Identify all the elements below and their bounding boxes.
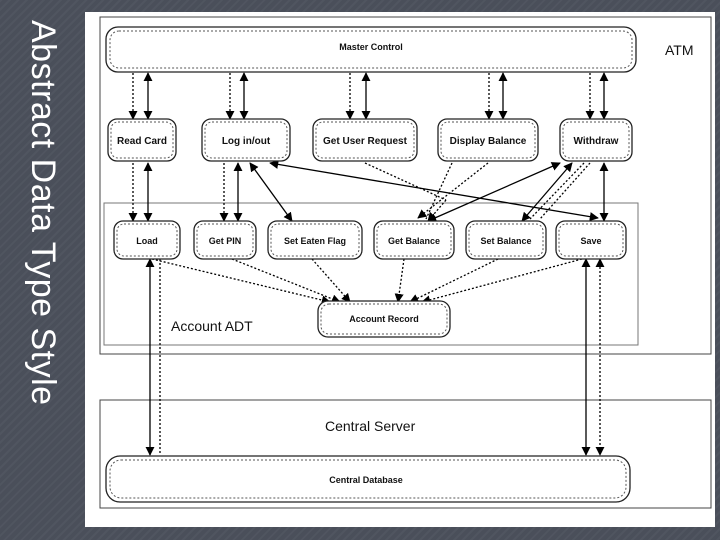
connector bbox=[529, 162, 585, 220]
connector bbox=[394, 258, 405, 303]
adt-operation-node: Load bbox=[113, 220, 181, 260]
adt-operation-label: Load bbox=[136, 236, 158, 246]
central-server-region-label: Central Server bbox=[325, 418, 416, 434]
adt-operation-node: Set Balance bbox=[465, 220, 547, 260]
adt-operation-node: Get Balance bbox=[373, 220, 455, 260]
master-control-node: Master Control bbox=[105, 26, 637, 73]
adt-operation-label: Get Balance bbox=[388, 236, 440, 246]
adt-operation-label: Get PIN bbox=[209, 236, 242, 246]
adt-operation-node: Get PIN bbox=[193, 220, 257, 260]
central-database-node: Central Database bbox=[105, 455, 631, 503]
connector bbox=[539, 162, 591, 220]
atm-function-label: Withdraw bbox=[574, 136, 619, 147]
central-database-label: Central Database bbox=[329, 475, 403, 485]
adt-operation-node: Save bbox=[555, 220, 627, 260]
adt-operation-node: Set Eaten Flag bbox=[267, 220, 363, 260]
atm-function-node: Log in/out bbox=[201, 118, 291, 162]
adt-operation-label: Set Balance bbox=[480, 236, 531, 246]
connector bbox=[521, 162, 573, 222]
atm-function-label: Display Balance bbox=[450, 136, 527, 147]
connector bbox=[311, 258, 351, 303]
connectors bbox=[128, 72, 609, 456]
connector bbox=[151, 258, 331, 305]
account-record-label: Account Record bbox=[349, 314, 419, 324]
connector bbox=[231, 258, 341, 304]
atm-function-label: Read Card bbox=[117, 136, 167, 147]
connector bbox=[409, 258, 499, 303]
atm-function-label: Get User Request bbox=[323, 136, 408, 147]
account-adt-region-label: Account ADT bbox=[171, 318, 253, 334]
atm-function-node: Read Card bbox=[107, 118, 177, 162]
account-record-node: Account Record bbox=[317, 300, 451, 338]
adt-operation-label: Set Eaten Flag bbox=[284, 236, 346, 246]
atm-function-node: Get User Request bbox=[312, 118, 418, 162]
atm-function-label: Log in/out bbox=[222, 136, 271, 147]
connector bbox=[364, 162, 447, 201]
master-control-label: Master Control bbox=[339, 42, 403, 52]
atm-function-node: Display Balance bbox=[437, 118, 539, 162]
adt-operation-label: Save bbox=[580, 236, 601, 246]
atm-function-node: Withdraw bbox=[559, 118, 633, 162]
atm-region-label: ATM bbox=[665, 42, 694, 58]
slide-title: Abstract Data Type Style bbox=[24, 20, 62, 406]
